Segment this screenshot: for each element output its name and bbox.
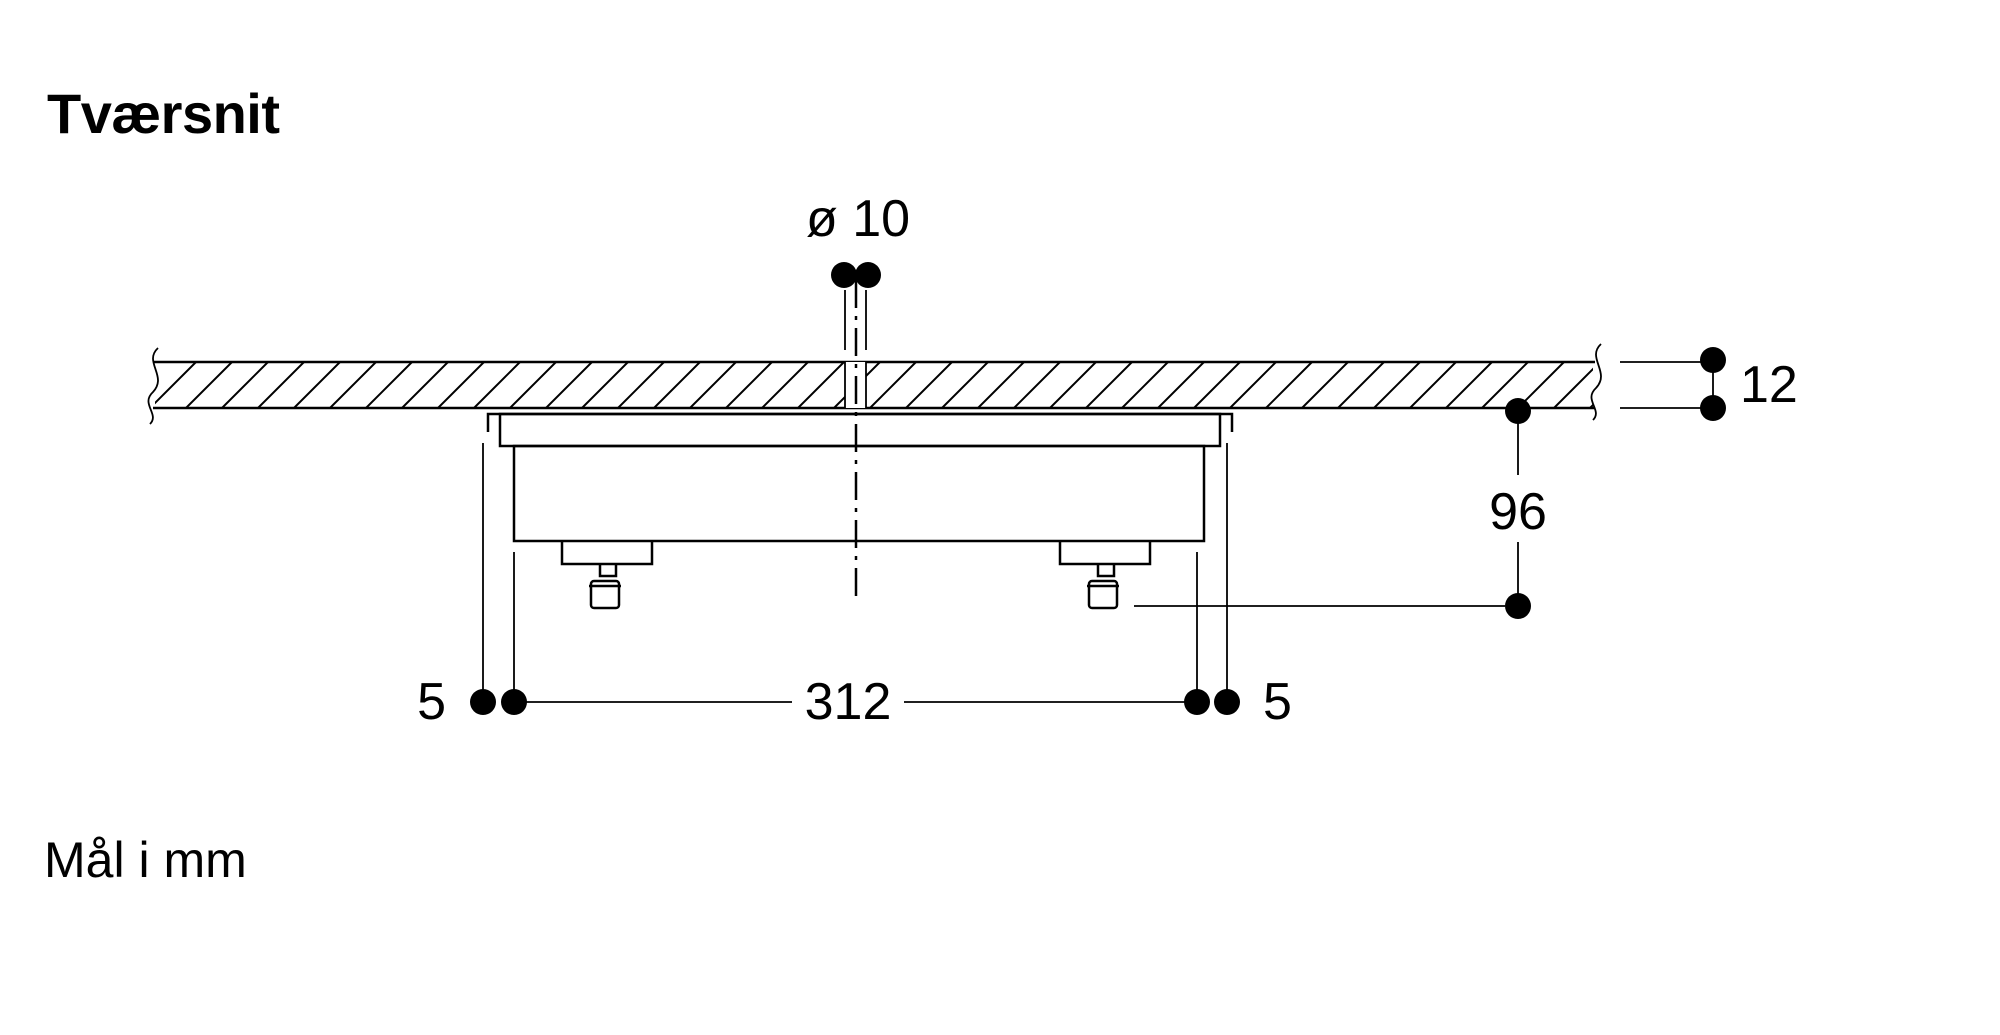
hatch-line	[1409, 362, 1457, 408]
hatch-line	[401, 362, 449, 408]
dimension-panel-thickness: 12	[1620, 347, 1798, 421]
hatch-line	[329, 362, 377, 408]
hatch-line	[941, 362, 989, 408]
panel-thickness-label: 12	[1740, 356, 1798, 414]
hatch-line	[1589, 403, 1593, 408]
hatch-line	[1337, 362, 1385, 408]
ceiling-panel	[147, 343, 1672, 425]
hatch-line	[257, 362, 305, 408]
hatch-line	[1049, 362, 1097, 408]
right-gap-label: 5	[1263, 673, 1292, 731]
hatch-line	[1085, 362, 1133, 408]
hatch-line	[1193, 362, 1241, 408]
units-note: Mål i mm	[44, 832, 247, 888]
height-label: 96	[1489, 483, 1547, 541]
hatch-line	[1481, 362, 1529, 408]
dimension-dot	[1700, 395, 1726, 421]
hatch-line	[1373, 362, 1421, 408]
dimension-dot	[501, 689, 527, 715]
dimension-dot	[1184, 689, 1210, 715]
panel-hatching	[155, 362, 1672, 408]
width-label: 312	[805, 673, 892, 731]
hatch-line	[869, 362, 917, 408]
hatch-line	[1301, 362, 1349, 408]
hatch-line	[1626, 362, 1672, 408]
page-title: Tværsnit	[47, 82, 280, 145]
hatch-line	[1121, 362, 1169, 408]
hatch-line	[1265, 362, 1313, 408]
hole-diameter-label: ø 10	[806, 190, 910, 248]
hatch-line	[1517, 362, 1565, 408]
dimension-dot	[470, 689, 496, 715]
hatch-line	[581, 362, 629, 408]
hatch-line	[1445, 362, 1493, 408]
hatch-line	[725, 362, 773, 408]
hatch-line	[617, 362, 665, 408]
appliance-body	[486, 412, 1234, 610]
hatch-line	[365, 362, 413, 408]
dimension-dot	[1505, 398, 1531, 424]
hatch-line	[509, 362, 557, 408]
hatch-line	[653, 362, 701, 408]
hatch-line	[155, 362, 197, 405]
hatch-line	[1553, 367, 1593, 408]
dimension-height: 96	[1134, 398, 1547, 619]
left-gap-label: 5	[417, 673, 446, 731]
hatch-line	[473, 362, 521, 408]
dimension-dot	[1214, 689, 1240, 715]
hatch-line	[689, 362, 737, 408]
dimension-dot	[1505, 593, 1531, 619]
hatch-line	[761, 362, 809, 408]
hatch-line	[1157, 362, 1205, 408]
hatch-line	[185, 362, 233, 408]
dimension-width: 312 5 5	[417, 443, 1292, 731]
hatch-line	[977, 362, 1025, 408]
right-foot	[1058, 541, 1152, 566]
hatch-line	[797, 362, 845, 408]
hatch-line	[1229, 362, 1277, 408]
hatch-line	[221, 362, 269, 408]
dimension-dot	[1700, 347, 1726, 373]
trim-frame	[498, 412, 1222, 448]
hatch-line	[545, 362, 593, 408]
dimension-dot	[855, 262, 881, 288]
hatch-line	[1013, 362, 1061, 408]
hatch-line	[437, 362, 485, 408]
dimension-hole-diameter: ø 10	[806, 190, 910, 350]
hatch-line	[905, 362, 953, 408]
dimension-dot	[831, 262, 857, 288]
left-foot	[560, 541, 654, 566]
hatch-line	[293, 362, 341, 408]
housing	[512, 444, 1206, 543]
